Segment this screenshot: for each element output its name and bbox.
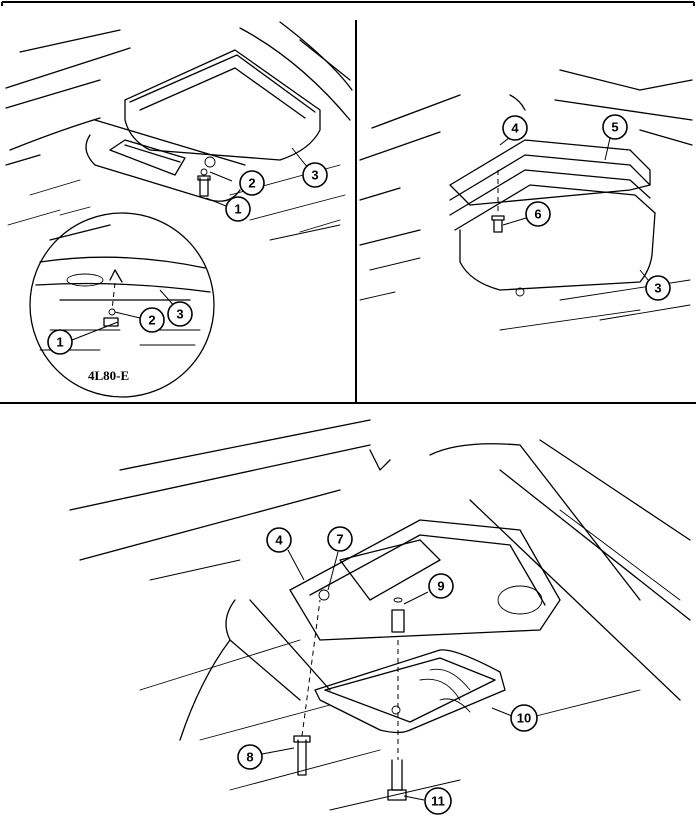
callout-7: 7 [327,526,353,552]
svg-text:7: 7 [336,532,343,547]
callout-4-bottom: 4 [266,527,292,553]
panel-top-right-callouts: 4 5 6 3 [499,114,671,301]
callout-4: 4 [502,115,528,141]
callout-10: 10 [510,704,538,732]
callout-5: 5 [602,114,628,140]
callout-11: 11 [424,787,452,815]
detail-callout-2: 2 [139,307,165,333]
svg-text:3: 3 [654,281,661,296]
svg-text:10: 10 [517,711,531,726]
svg-text:5: 5 [611,120,618,135]
svg-text:1: 1 [234,202,241,217]
svg-text:9: 9 [437,579,444,594]
callout-3-right: 3 [645,275,671,301]
svg-text:2: 2 [148,313,155,328]
svg-text:8: 8 [246,750,253,765]
callout-9: 9 [428,573,454,599]
detail-inset: 2 3 1 4L80-E [29,212,215,398]
panel-top-right [359,69,693,331]
svg-text:11: 11 [431,794,445,809]
callout-2: 2 [239,170,265,196]
svg-text:4: 4 [275,533,283,548]
svg-text:2: 2 [248,176,255,191]
svg-text:1: 1 [56,335,63,350]
svg-text:6: 6 [534,207,541,222]
svg-text:4: 4 [511,121,519,136]
panel-frame [0,1,696,404]
callout-1: 1 [225,196,251,222]
panel-bottom-callouts: 4 7 9 10 8 11 [237,526,538,815]
detail-callout-3: 3 [167,301,193,327]
callout-8: 8 [237,744,263,770]
panel-bottom [69,419,691,811]
callout-6: 6 [525,201,551,227]
svg-text:3: 3 [176,307,183,322]
panel-top-left-callouts: 2 3 1 [205,147,328,222]
panel-top-left [5,21,353,241]
callout-3: 3 [302,162,328,188]
svg-text:3: 3 [311,168,318,183]
detail-caption: 4L80-E [88,368,129,383]
detail-callout-1: 1 [47,329,73,355]
